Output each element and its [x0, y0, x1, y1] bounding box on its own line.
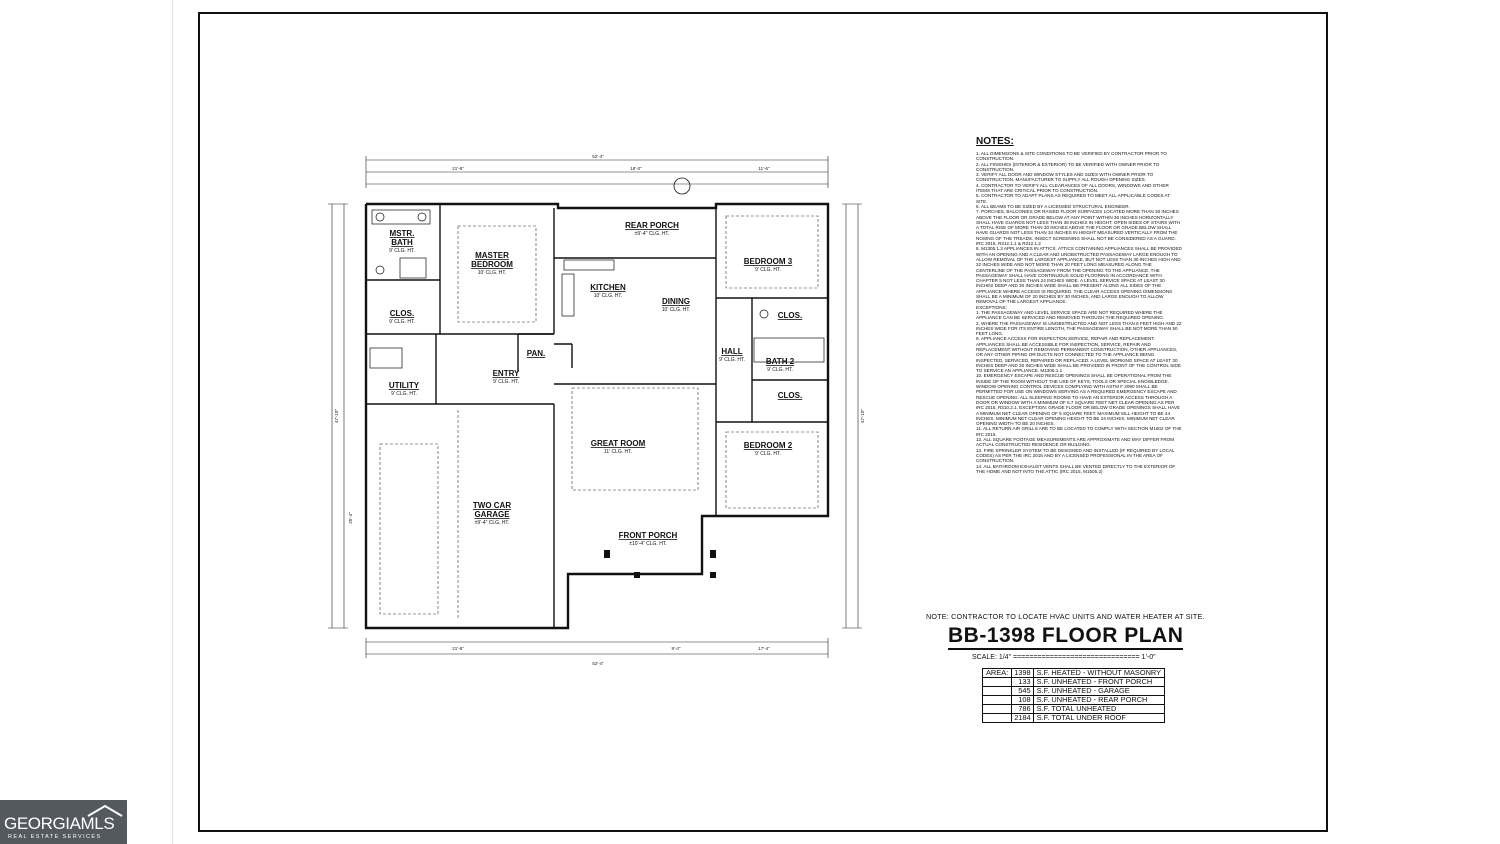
scale-label: SCALE: 1/4" ============================…	[972, 654, 1156, 661]
room-great-room: GREAT ROOM	[591, 439, 646, 448]
logo-tagline: REAL ESTATE SERVICES	[8, 834, 102, 840]
dim-top-mid: 18'-0"	[630, 166, 642, 171]
room-kitchen-sub: 10' CLG. HT.	[594, 293, 622, 299]
room-clos-b3: CLOS.	[778, 311, 802, 320]
room-front-porch-sub: ±10'-4" CLG. HT.	[629, 541, 666, 547]
georgiamls-logo: GEORGIAMLS REAL ESTATE SERVICES	[0, 800, 127, 844]
room-dining-sub: 10' CLG. HT.	[662, 307, 690, 313]
room-mstr-bath-line2: BATH	[391, 238, 413, 247]
room-bath2-sub: 9' CLG. HT.	[767, 367, 793, 373]
fixtures	[369, 209, 825, 369]
dim-garage-depth: 25'-4"	[348, 512, 353, 524]
dim-bottom-mid: 9'-4"	[672, 646, 681, 651]
section-marker	[673, 177, 691, 195]
logo-brand: GEORGIAMLS	[4, 814, 115, 833]
room-master-bedroom-sub: 10' CLG. HT.	[478, 270, 506, 276]
area-label-cell	[981, 677, 1013, 687]
room-dining: DINING	[662, 297, 690, 306]
dim-right-total: 47'-10"	[860, 409, 865, 423]
dim-overall-top: 52'-4"	[592, 154, 604, 159]
dim-top-right: 11'-6"	[758, 166, 770, 171]
room-pantry: PAN.	[527, 349, 546, 358]
dim-bottom-left: 21'-8"	[452, 646, 464, 651]
room-bedroom3-sub: 9' CLG. HT.	[755, 267, 781, 273]
room-clos-master: CLOS.	[390, 309, 414, 318]
ceiling-outlines	[379, 215, 819, 618]
room-great-room-sub: 11' CLG. HT.	[604, 449, 632, 455]
area-label-cell	[981, 695, 1013, 705]
interior-walls	[366, 204, 828, 628]
house-roof-icon	[87, 804, 123, 817]
room-hall: HALL	[721, 347, 742, 356]
room-garage-line1: TWO CAR	[473, 501, 511, 510]
notes-title: NOTES:	[976, 136, 1014, 147]
dimension-lines	[328, 156, 862, 658]
room-bedroom3: BEDROOM 3	[744, 257, 793, 266]
room-entry-sub: 9' CLG. HT.	[493, 379, 519, 385]
room-rear-porch-sub: ±9'-4" CLG. HT.	[635, 231, 670, 237]
room-mstr-bath-sub: 9' CLG. HT.	[389, 248, 415, 254]
room-rear-porch: REAR PORCH	[625, 221, 679, 230]
room-master-bedroom-line2: BEDROOM	[471, 260, 513, 269]
room-bath2: BATH 2	[766, 357, 795, 366]
dim-overall-bottom: 52'-4"	[592, 661, 604, 666]
left-margin	[0, 0, 173, 844]
room-clos-b2: CLOS.	[778, 391, 802, 400]
area-value: 2184	[1011, 713, 1034, 723]
room-master-bedroom-line1: MASTER	[475, 251, 509, 260]
room-bedroom2: BEDROOM 2	[744, 441, 793, 450]
notes-block: NOTES: 1. ALL DIMENSIONS & SITE CONDITIO…	[976, 136, 1182, 474]
area-label-cell	[981, 713, 1013, 723]
dim-bottom-right: 17'-4"	[758, 646, 770, 651]
exterior-walls	[364, 202, 830, 630]
room-kitchen: KITCHEN	[590, 283, 626, 292]
room-hall-sub: 9' CLG. HT.	[719, 357, 745, 363]
floor-plan-drawing: 52'-4" 21'-8" 18'-0" 11'-6" 52'-4" 21'-8…	[328, 154, 865, 666]
room-front-porch: FRONT PORCH	[619, 531, 678, 540]
area-label-cell: AREA:	[981, 668, 1013, 678]
room-clos-master-sub: 9' CLG. HT.	[389, 319, 415, 325]
notes-body: 1. ALL DIMENSIONS & SITE CONDITIONS TO B…	[976, 151, 1182, 474]
room-utility-sub: 9' CLG. HT.	[391, 391, 417, 397]
room-garage-line2: GARAGE	[474, 510, 510, 519]
area-label-cell	[981, 704, 1013, 714]
room-entry: ENTRY	[493, 369, 520, 378]
area-label-cell	[981, 686, 1013, 696]
hvac-note: NOTE: CONTRACTOR TO LOCATE HVAC UNITS AN…	[926, 612, 1205, 621]
dim-left-total: 47'-10"	[334, 409, 339, 423]
area-description: S.F. TOTAL UNDER ROOF	[1032, 713, 1166, 723]
porch-posts	[604, 550, 716, 578]
room-mstr-bath-line1: MSTR.	[390, 229, 415, 238]
dim-top-left: 21'-8"	[452, 166, 464, 171]
room-bedroom2-sub: 9' CLG. HT.	[755, 451, 781, 457]
room-garage-sub: ±9'-4" CLG. HT.	[475, 520, 510, 526]
plan-title: BB-1398 FLOOR PLAN	[948, 624, 1184, 650]
room-utility: UTILITY	[389, 381, 420, 390]
